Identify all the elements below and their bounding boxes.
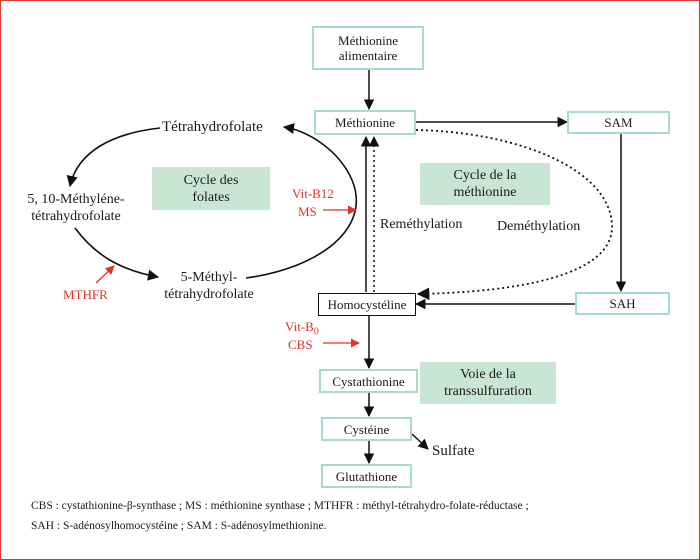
label-tetrahydrofolate: Tétrahydrofolate bbox=[162, 119, 263, 135]
enzyme-vit-b6-prefix: Vit-B bbox=[285, 319, 314, 334]
arrow-methylenethf-to-methylthf bbox=[74, 227, 160, 281]
label-remethylation: Reméthylation bbox=[380, 217, 463, 232]
arrow-mthfr bbox=[95, 265, 115, 284]
cycle-methionine-band: Cycle de la méthionine bbox=[420, 163, 550, 205]
label-sulfate: Sulfate bbox=[432, 443, 475, 459]
legend-line-1: CBS : cystathionine-β-synthase ; MS : mé… bbox=[31, 500, 529, 512]
arrow-cysteine-to-sulfate bbox=[411, 433, 429, 450]
enzyme-vit-b6: Vit-B0 bbox=[285, 318, 319, 341]
node-homocysteine: Homocystéline bbox=[318, 293, 416, 316]
enzyme-vit-b6-sub: 0 bbox=[313, 326, 319, 338]
node-sah: SAH bbox=[575, 292, 670, 315]
arrow-demethylation-dotted bbox=[415, 129, 613, 301]
node-cystathionine: Cystathionine bbox=[319, 369, 418, 393]
legend: CBS : cystathionine-β-synthase ; MS : mé… bbox=[31, 496, 529, 536]
node-cysteine: Cystéine bbox=[321, 417, 412, 441]
enzyme-mthfr: MTHFR bbox=[63, 287, 108, 302]
label-demethylation: Deméthylation bbox=[497, 219, 581, 234]
enzyme-cbs: CBS bbox=[288, 337, 313, 352]
label-methyl-thf: 5-Méthyl- tétrahydrofolate bbox=[164, 270, 254, 302]
label-methylene-thf: 5, 10-Méthyléne- tétrahydrofolate bbox=[27, 192, 125, 224]
node-methionine-alimentaire: Méthionine alimentaire bbox=[312, 26, 424, 70]
arrow-methylthf-to-thf bbox=[245, 122, 358, 279]
node-glutathione: Glutathione bbox=[321, 464, 412, 488]
node-methionine: Méthionine bbox=[314, 110, 416, 135]
cycle-folates-band: Cycle des folates bbox=[152, 167, 270, 210]
node-sam: SAM bbox=[567, 111, 670, 134]
arrow-thf-to-methylenethf bbox=[66, 127, 161, 188]
enzyme-ms: MS bbox=[298, 204, 317, 219]
enzyme-vit-b12: Vit-B12 bbox=[292, 186, 334, 201]
legend-line-2: SAH : S-adénosylhomocystéine ; SAM : S-a… bbox=[31, 520, 327, 532]
cycle-transsulfuration-band: Voie de la transsulfuration bbox=[420, 362, 556, 404]
